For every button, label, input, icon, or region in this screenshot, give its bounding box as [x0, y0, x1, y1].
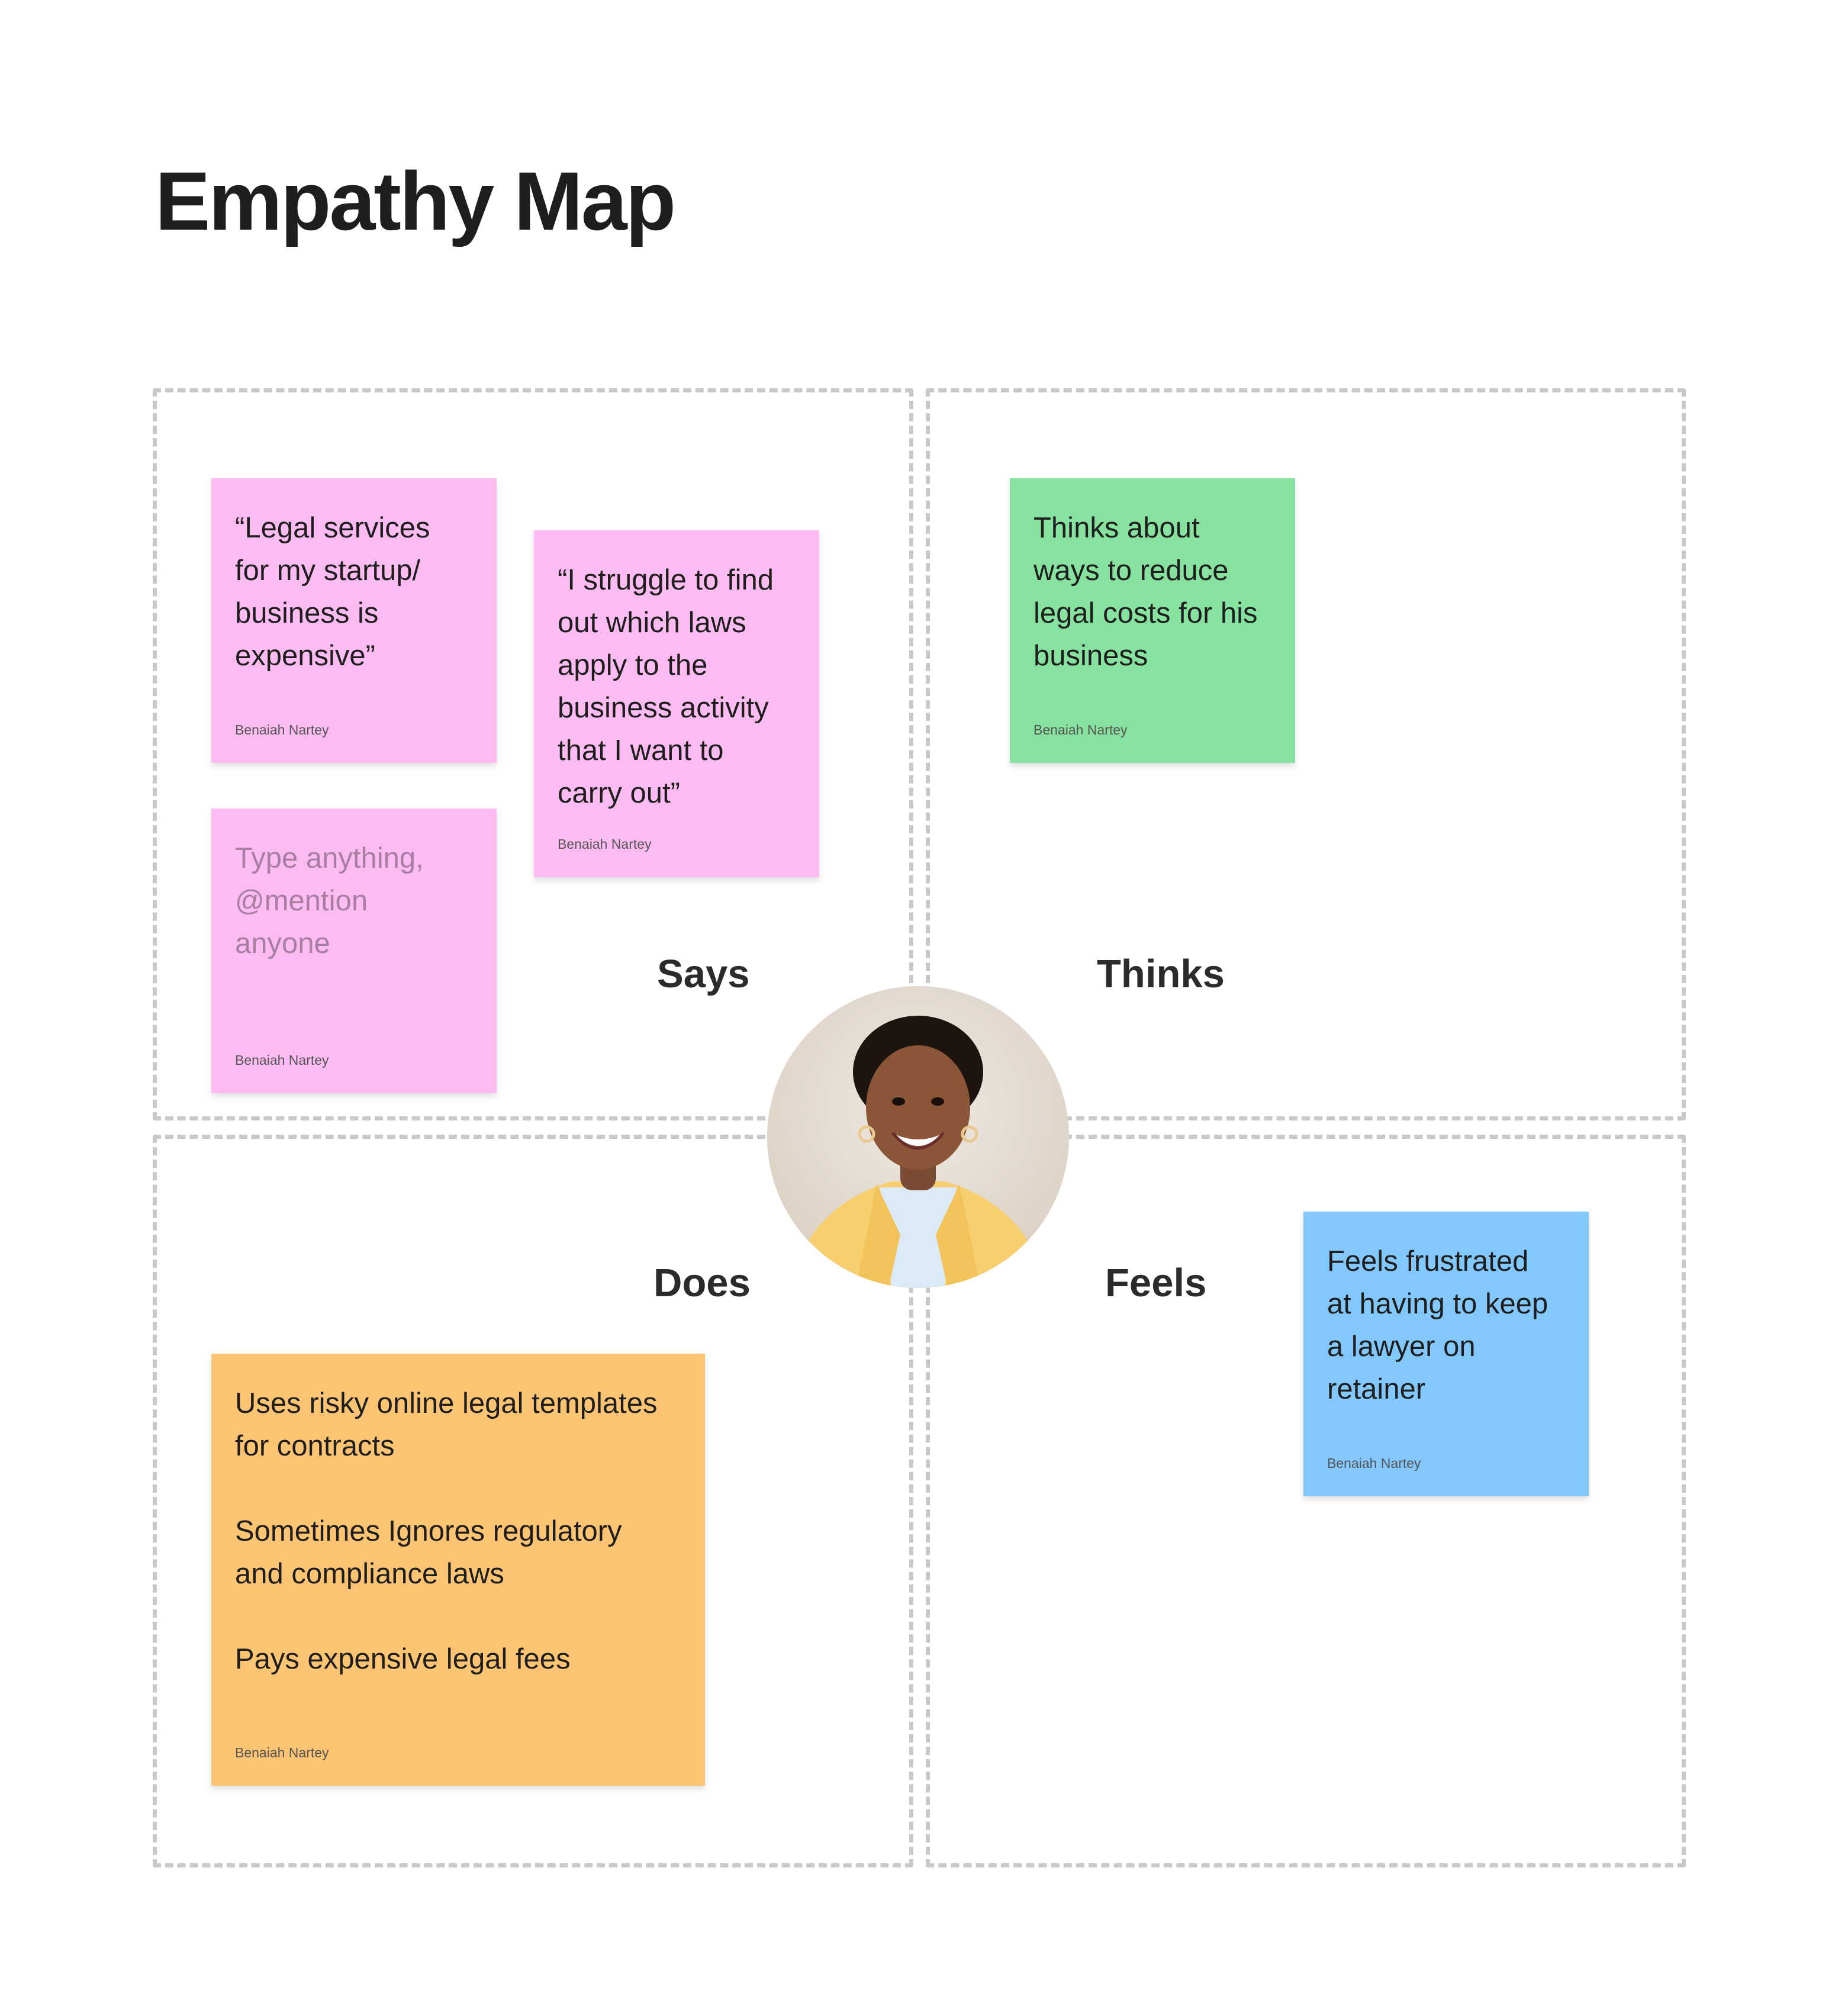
sticky-note-text[interactable]: Thinks about ways to reduce legal costs … [1033, 512, 1258, 672]
page-title: Empathy Map [155, 154, 676, 247]
says-quadrant [153, 388, 913, 1120]
persona-avatar-icon [767, 986, 1069, 1288]
sticky-note-text[interactable]: “Legal services for my startup/ business… [235, 512, 430, 672]
feels-label: Feels [1105, 1261, 1207, 1305]
does-sticky-note[interactable]: Uses risky online legal templates for co… [211, 1354, 705, 1786]
sticky-note-text[interactable]: “I struggle to find out which laws apply… [558, 564, 774, 809]
thinks-quadrant [926, 388, 1686, 1120]
feels-quadrant [926, 1135, 1686, 1867]
sticky-note-placeholder[interactable]: Type anything, @mention anyone [235, 842, 424, 959]
empty-sticky-note[interactable]: Type anything, @mention anyone Benaiah N… [211, 809, 497, 1093]
sticky-note-author: Benaiah Nartey [1327, 1455, 1421, 1471]
does-quadrant [153, 1135, 913, 1867]
thinks-sticky-note[interactable]: Thinks about ways to reduce legal costs … [1010, 478, 1295, 763]
sticky-note-text[interactable]: Feels frustrated at having to keep a law… [1327, 1245, 1548, 1405]
persona-avatar[interactable] [767, 986, 1069, 1288]
thinks-label: Thinks [1097, 952, 1225, 996]
does-label: Does [653, 1261, 751, 1305]
says-sticky-note[interactable]: “Legal services for my startup/ business… [211, 478, 497, 763]
feels-sticky-note[interactable]: Feels frustrated at having to keep a law… [1303, 1212, 1589, 1496]
says-sticky-note[interactable]: “I struggle to find out which laws apply… [534, 530, 819, 877]
sticky-note-author: Benaiah Nartey [558, 836, 652, 852]
sticky-note-text[interactable]: Uses risky online legal templates for co… [235, 1387, 658, 1675]
sticky-note-author: Benaiah Nartey [235, 1745, 329, 1760]
sticky-note-author: Benaiah Nartey [1033, 722, 1128, 738]
sticky-note-author: Benaiah Nartey [235, 1052, 329, 1068]
sticky-note-author: Benaiah Nartey [235, 722, 329, 738]
says-label: Says [657, 952, 750, 996]
